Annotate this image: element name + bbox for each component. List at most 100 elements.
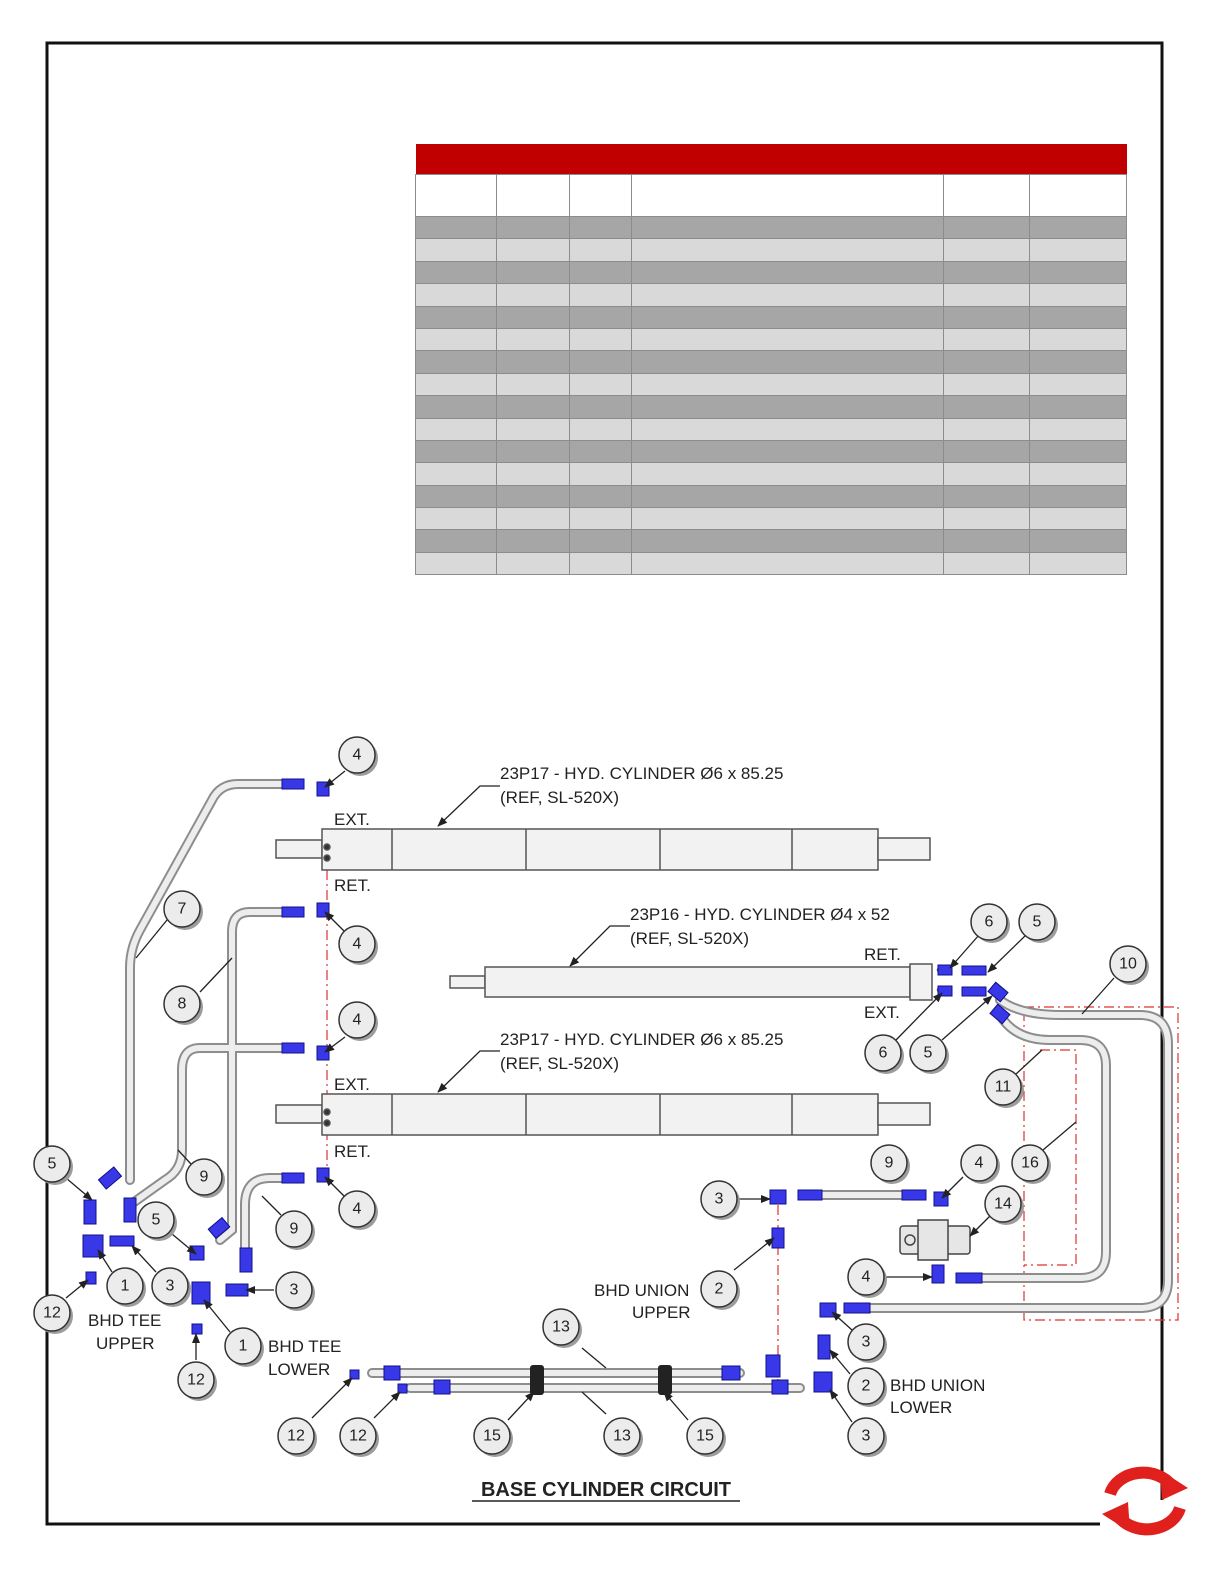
cylinder-middle-port-ext: EXT. xyxy=(864,1003,900,1022)
cylinder-top xyxy=(275,828,931,871)
item-balloon-number: 3 xyxy=(290,1282,299,1299)
item-balloon: 15 xyxy=(686,1417,726,1457)
table-row xyxy=(415,350,1127,374)
bhd-tee-lower-label-1: BHD TEE xyxy=(268,1337,341,1356)
cylinder-middle xyxy=(449,963,944,1001)
item-balloon-number: 1 xyxy=(121,1278,130,1295)
table-column-header-row xyxy=(415,174,1127,217)
table-row xyxy=(415,529,1127,553)
table-row xyxy=(415,372,1127,397)
table-row xyxy=(415,395,1127,419)
bhd-union-lower-label-1: BHD UNION xyxy=(890,1376,985,1395)
item-balloon: 9 xyxy=(185,1158,225,1198)
item-balloon-number: 6 xyxy=(985,914,994,931)
item-balloon-number: 4 xyxy=(353,936,362,953)
table-row xyxy=(415,305,1127,329)
item-balloon: 12 xyxy=(277,1417,317,1457)
cylinder-top-label-2: (REF, SL-520X) xyxy=(500,788,619,807)
item-balloon-number: 4 xyxy=(975,1155,984,1172)
cylinder-middle-label-2: (REF, SL-520X) xyxy=(630,929,749,948)
item-balloon-number: 16 xyxy=(1021,1155,1039,1172)
item-balloon: 4 xyxy=(338,1190,378,1230)
table-row xyxy=(415,260,1127,285)
item-balloon: 6 xyxy=(864,1034,904,1074)
leader-lines xyxy=(65,770,1115,1423)
cylinder-lower-port-ext: EXT. xyxy=(334,1075,370,1094)
item-balloon-number: 12 xyxy=(187,1372,205,1389)
cylinder-lower-port-ret: RET. xyxy=(334,1142,371,1161)
table-row xyxy=(415,238,1127,262)
hydraulic-fittings xyxy=(82,778,1011,1395)
item-balloon-number: 14 xyxy=(994,1196,1012,1213)
item-balloon-number: 13 xyxy=(552,1319,570,1336)
item-balloon: 1 xyxy=(224,1327,264,1367)
item-balloon-number: 4 xyxy=(353,1012,362,1029)
item-balloon-number: 15 xyxy=(696,1428,714,1445)
item-balloon-number: 10 xyxy=(1119,956,1137,973)
item-balloon-number: 12 xyxy=(43,1305,61,1322)
item-balloon: 1 xyxy=(106,1267,146,1307)
item-balloon-number: 12 xyxy=(287,1428,305,1445)
item-balloon: 2 xyxy=(700,1270,740,1310)
item-balloon-number: 4 xyxy=(353,747,362,764)
item-balloon-number: 6 xyxy=(879,1045,888,1062)
table-row xyxy=(415,462,1127,486)
item-balloon-number: 5 xyxy=(1033,914,1042,931)
cylinder-top-port-ret: RET. xyxy=(334,876,371,895)
item-balloon-number: 1 xyxy=(239,1338,248,1355)
item-balloon: 12 xyxy=(33,1294,73,1334)
item-balloon-number: 3 xyxy=(166,1278,175,1295)
item-balloon: 7 xyxy=(163,890,203,930)
table-row xyxy=(415,283,1127,307)
hoses xyxy=(125,779,1173,1393)
bhd-tee-upper-label-1: BHD TEE xyxy=(88,1311,161,1330)
item-balloon: 4 xyxy=(338,925,378,965)
item-balloon-number: 9 xyxy=(290,1221,299,1238)
item-balloon: 2 xyxy=(847,1367,887,1407)
diagram-title: BASE CYLINDER CIRCUIT xyxy=(481,1479,731,1501)
item-balloon: 10 xyxy=(1109,945,1149,985)
item-balloon: 4 xyxy=(338,736,378,776)
bhd-tee-upper-label-2: UPPER xyxy=(96,1334,155,1353)
cylinder-top-port-ext: EXT. xyxy=(334,810,370,829)
item-balloon-number: 7 xyxy=(178,901,187,918)
item-balloon: 9 xyxy=(870,1144,910,1184)
bhd-tee-lower-label-2: LOWER xyxy=(268,1360,330,1379)
item-balloon-number: 13 xyxy=(613,1428,631,1445)
cylinder-middle-port-ret: RET. xyxy=(864,945,901,964)
item-balloon-number: 12 xyxy=(349,1428,367,1445)
table-row xyxy=(415,484,1127,509)
item-balloon: 4 xyxy=(960,1144,1000,1184)
item-balloon: 14 xyxy=(984,1185,1024,1225)
control-valve xyxy=(899,1219,971,1261)
item-balloon: 5 xyxy=(909,1034,949,1074)
bhd-union-upper-label-2: UPPER xyxy=(632,1303,691,1322)
table-header-bar xyxy=(415,144,1127,175)
hose-clamps xyxy=(530,1365,672,1395)
item-balloon: 12 xyxy=(177,1361,217,1401)
table-row xyxy=(415,215,1127,240)
item-balloon-number: 3 xyxy=(862,1428,871,1445)
item-balloon: 3 xyxy=(151,1267,191,1307)
item-balloon: 4 xyxy=(338,1001,378,1041)
table-row xyxy=(415,327,1127,352)
item-balloon: 5 xyxy=(137,1201,177,1241)
item-balloon-number: 5 xyxy=(152,1212,161,1229)
item-balloon: 3 xyxy=(847,1417,887,1457)
parts-list-table xyxy=(415,144,1127,576)
item-balloon-number: 9 xyxy=(885,1155,894,1172)
cylinder-top-label-1: 23P17 - HYD. CYLINDER Ø6 x 85.25 xyxy=(500,764,783,783)
item-balloon-number: 15 xyxy=(483,1428,501,1445)
table-row xyxy=(415,417,1127,441)
table-row xyxy=(415,551,1127,576)
item-balloon: 8 xyxy=(163,985,203,1025)
item-balloon: 5 xyxy=(1018,903,1058,943)
item-balloon: 9 xyxy=(275,1210,315,1250)
item-balloon: 11 xyxy=(984,1068,1024,1108)
item-balloon-number: 11 xyxy=(995,1079,1012,1096)
item-balloon-number: 2 xyxy=(715,1281,724,1298)
cylinder-middle-label-1: 23P16 - HYD. CYLINDER Ø4 x 52 xyxy=(630,905,890,924)
table-row xyxy=(415,439,1127,464)
